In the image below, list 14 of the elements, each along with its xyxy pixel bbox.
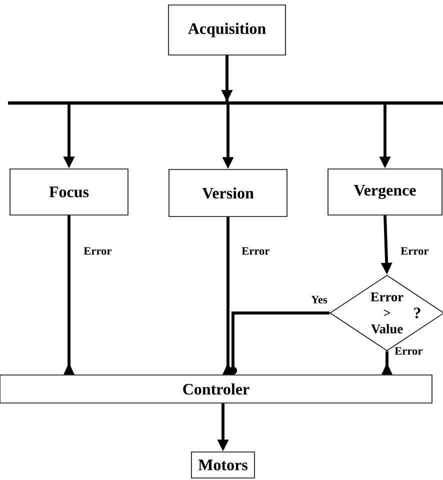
process-box: Version <box>168 169 288 217</box>
edge-label: Error <box>84 247 112 255</box>
process-box: Motors <box>191 452 255 478</box>
arrow <box>64 215 74 375</box>
arrow <box>382 351 392 375</box>
process-box: Acquisition <box>168 4 286 56</box>
arrow <box>222 216 234 375</box>
process-box: Vergence <box>328 168 442 216</box>
controller-bar: Controler <box>0 374 432 404</box>
edge-label: Yes <box>311 296 328 304</box>
edge-label: Error <box>400 247 428 255</box>
arrow <box>229 312 330 375</box>
edge-label: Error <box>242 247 270 255</box>
process-box: Focus <box>10 168 128 216</box>
